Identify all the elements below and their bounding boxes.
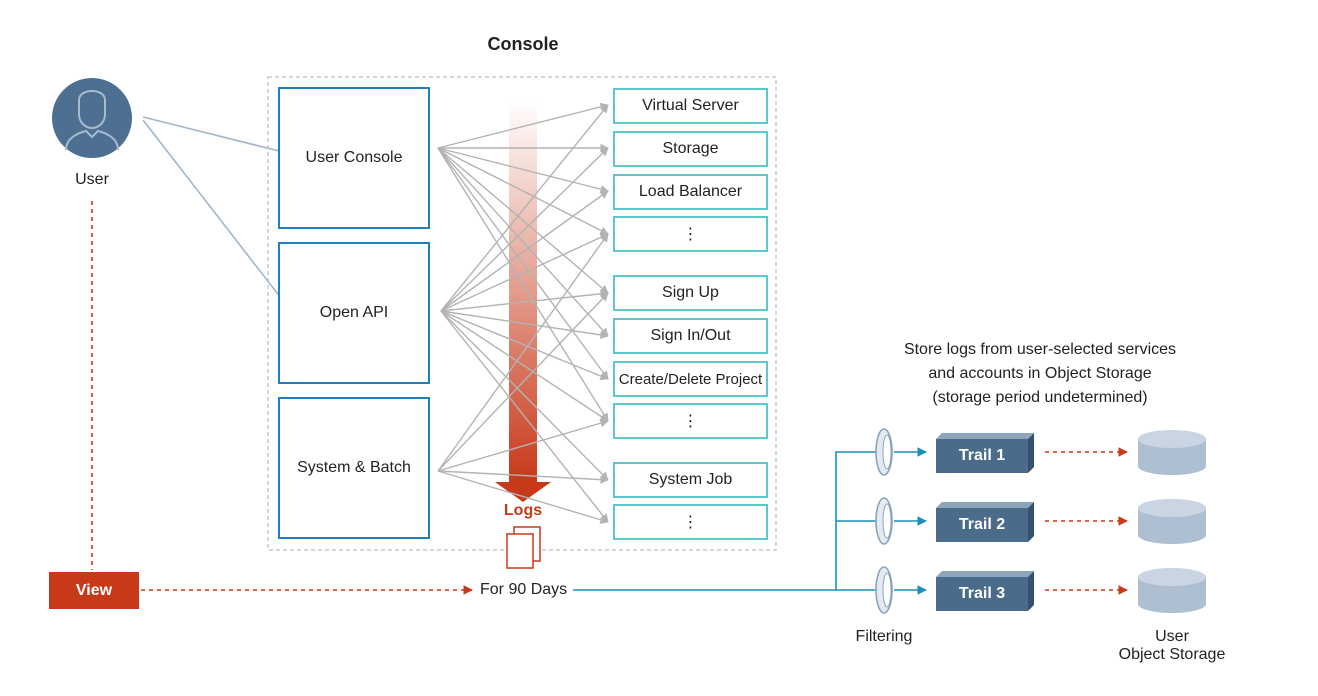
- service-load-balancer: Load Balancer: [613, 174, 768, 210]
- trail-2-box: [936, 502, 1034, 542]
- service-label: Virtual Server: [642, 97, 739, 114]
- service-label: Load Balancer: [638, 183, 743, 200]
- ellipsis-icon: ⋮: [682, 226, 699, 243]
- trail-1-box: [936, 433, 1034, 473]
- service-label: System Job: [648, 471, 733, 488]
- service-virtual-server: Virtual Server: [613, 88, 768, 124]
- fan-connector: [440, 310, 609, 422]
- fan-connector: [437, 419, 609, 472]
- service-more-3: ⋮: [613, 504, 768, 540]
- user-to-api-connector: [142, 119, 292, 312]
- fan-connector: [437, 147, 609, 194]
- fan-connector: [440, 289, 609, 312]
- service-more-1: ⋮: [613, 216, 768, 252]
- logs-label: Logs: [503, 502, 543, 519]
- fan-connector: [437, 147, 609, 337]
- fan-connector: [437, 147, 609, 422]
- source-system-batch-label: System & Batch: [297, 459, 411, 476]
- service-system-job: System Job: [613, 462, 768, 498]
- fan-connector: [440, 310, 609, 340]
- service-label: Storage: [662, 140, 719, 157]
- service-label: Create/Delete Project: [618, 370, 763, 388]
- ellipsis-icon: ⋮: [682, 514, 699, 531]
- trail-3: Trail 3: [936, 577, 1028, 611]
- fan-connector: [440, 104, 609, 312]
- source-user-console: User Console: [278, 87, 430, 229]
- view-button-label: View: [75, 581, 113, 599]
- filter-disk-1-icon: [875, 428, 893, 476]
- source-to-service-connectors: [437, 102, 609, 524]
- fan-connector: [437, 147, 609, 380]
- logs-document-icon: [506, 526, 541, 569]
- fan-connector: [437, 470, 609, 524]
- service-create-delete-project: Create/Delete Project: [613, 361, 768, 397]
- fan-connector: [440, 233, 609, 312]
- object-storage-3-icon: [1138, 568, 1206, 613]
- service-sign-in-out: Sign In/Out: [613, 318, 768, 354]
- object-storage-1-icon: [1138, 430, 1206, 475]
- fan-connector: [440, 310, 609, 381]
- trail-1-label: Trail 1: [958, 447, 1006, 464]
- store-note: Store logs from user-selected services a…: [880, 338, 1200, 410]
- user-label: User: [75, 171, 109, 188]
- trail-3-box: [936, 571, 1034, 611]
- source-system-batch: System & Batch: [278, 397, 430, 539]
- fan-connector: [437, 147, 609, 294]
- fan-connector: [440, 190, 609, 312]
- service-sign-up: Sign Up: [613, 275, 768, 311]
- store-note-line: Store logs from user-selected services: [903, 341, 1177, 358]
- object-storage-2-icon: [1138, 499, 1206, 544]
- ellipsis-icon: ⋮: [682, 413, 699, 430]
- filter-disk-2-icon: [875, 497, 893, 545]
- service-storage: Storage: [613, 131, 768, 167]
- filter-disk-3-icon: [875, 566, 893, 614]
- service-label: Sign Up: [662, 284, 719, 301]
- fan-connector: [437, 102, 609, 149]
- service-label: Sign In/Out: [650, 327, 731, 344]
- object-storage-label: User Object Storage: [1102, 628, 1242, 664]
- fan-connector: [440, 147, 609, 312]
- fan-connector: [437, 147, 609, 235]
- fan-connector: [440, 310, 609, 523]
- store-note-line: (storage period undetermined): [932, 389, 1148, 406]
- store-note-line: and accounts in Object Storage: [928, 365, 1152, 382]
- logs-arrow: [495, 100, 551, 502]
- fan-connector: [437, 292, 609, 472]
- object-storage-label-line1: User: [1155, 628, 1189, 645]
- object-storage-label-line2: Object Storage: [1118, 646, 1226, 663]
- source-user-console-label: User Console: [305, 149, 403, 166]
- view-button[interactable]: View: [49, 572, 139, 609]
- fan-connector: [437, 470, 609, 484]
- retention-label: For 90 Days: [480, 581, 568, 598]
- filtering-label: Filtering: [855, 628, 913, 645]
- fan-connector: [437, 233, 609, 472]
- trail-1: Trail 1: [936, 439, 1028, 473]
- source-open-api-label: Open API: [319, 304, 389, 321]
- trail-2: Trail 2: [936, 508, 1028, 542]
- service-more-2: ⋮: [613, 403, 768, 439]
- trail-3-label: Trail 3: [958, 585, 1006, 602]
- fan-connector: [440, 310, 609, 481]
- source-open-api: Open API: [278, 242, 430, 384]
- user-avatar-icon: [52, 78, 132, 158]
- user-to-console-connector: [142, 116, 292, 157]
- trail-2-label: Trail 2: [958, 516, 1006, 533]
- console-title: Console: [487, 34, 559, 54]
